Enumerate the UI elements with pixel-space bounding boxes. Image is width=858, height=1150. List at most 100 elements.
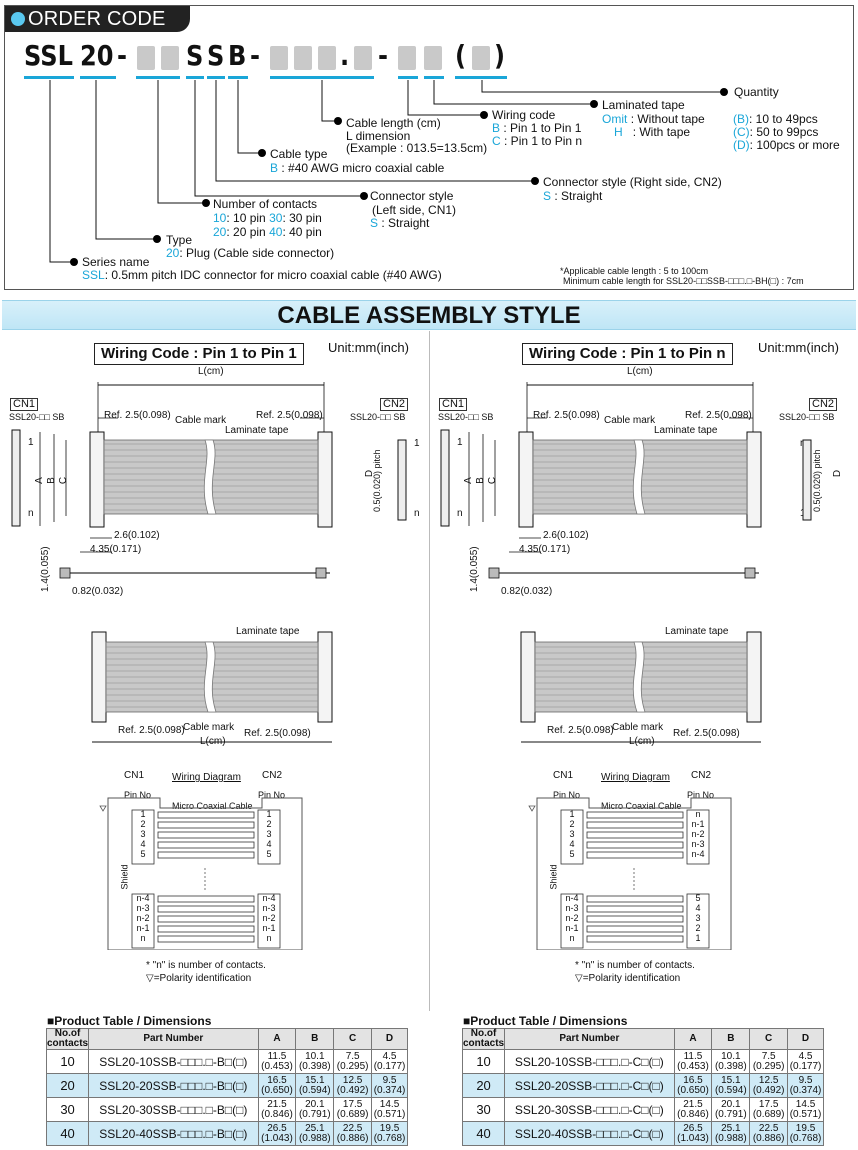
wd-cn2-pin: 1 (266, 809, 272, 819)
leader-contacts (157, 80, 205, 204)
bullet-icon (590, 100, 598, 108)
cell-d: 19.5(0.768) (371, 1121, 408, 1146)
order-leader-lines (49, 80, 722, 263)
cell-contacts: 40 (461, 1121, 506, 1146)
note-cable-length: *Applicable cable length : 5 to 100cm (560, 266, 709, 276)
ref-left: Ref. 2.5(0.098) (533, 410, 600, 421)
cell-a: 11.5(0.453) (257, 1049, 297, 1074)
code-underline (455, 76, 507, 79)
l-cm-label: L(cm) (198, 366, 224, 377)
cell-d: 14.5(0.571) (371, 1097, 408, 1122)
column-divider (429, 331, 430, 1011)
wd-cn2-pin: n-2 (691, 829, 705, 839)
cell-b: 20.1(0.791) (711, 1097, 751, 1122)
pin-1-left: 1 (457, 437, 463, 448)
conn-left-s: S : Straight (370, 216, 430, 230)
th-a: A (673, 1028, 713, 1050)
laminate-label: Laminate tape (225, 425, 289, 436)
th-c: C (749, 1028, 789, 1050)
wd-cn1-pin: n-3 (136, 903, 150, 913)
quantity-d: (D): 100pcs or more (733, 138, 840, 152)
code-type: 20 (80, 39, 114, 72)
assembly-top-drawing (11, 382, 407, 579)
leader-laminated (433, 80, 592, 105)
bullet-icon (153, 235, 161, 243)
laminate-label: Laminate tape (654, 425, 718, 436)
cell-part-number: SSL20-20SSB-□□□.□-B□(□) (88, 1073, 259, 1098)
cell-contacts: 10 (461, 1049, 506, 1074)
wd-cn1-pin: 5 (569, 849, 575, 859)
code-underline (24, 76, 74, 79)
cell-d: 14.5(0.571) (787, 1097, 824, 1122)
pin-cn2-top: 1 (414, 438, 420, 449)
cell-contacts: 30 (45, 1097, 90, 1122)
cn2-part: SSL20-□□ SB (779, 412, 835, 422)
wd-cn2-pin: 4 (266, 839, 272, 849)
bullet-icon (480, 111, 488, 119)
pin-1-left: 1 (28, 437, 34, 448)
wd-cn1-pin: n-4 (136, 893, 150, 903)
code-paren: ( (455, 39, 467, 72)
laminated-label: Laminated tape (602, 98, 685, 112)
type-label: Type (166, 233, 193, 247)
bullet-icon (334, 117, 342, 125)
wiring-label: Wiring code (492, 108, 556, 122)
cell-c: 7.5(0.295) (333, 1049, 373, 1074)
cell-contacts: 20 (461, 1073, 506, 1098)
code-underline (270, 76, 374, 79)
code-box (354, 46, 372, 70)
ref-right: Ref. 2.5(0.098) (685, 410, 752, 421)
dim-0-82: 0.82(0.032) (501, 586, 553, 597)
wd-cn1-pin: n (569, 933, 575, 943)
code-box (318, 46, 336, 70)
wd-cn2-pin: 5 (695, 893, 701, 903)
cn1-label: CN1 (439, 398, 468, 411)
code-underline (424, 76, 444, 79)
code-box (424, 46, 442, 70)
wd-cn2-pin: n-4 (691, 849, 705, 859)
cell-contacts: 20 (45, 1073, 90, 1098)
leader-wiring (407, 80, 482, 116)
cell-b: 25.1(0.988) (295, 1121, 335, 1146)
bullet-icon (70, 258, 78, 266)
wd-cn1-pin: n-2 (136, 913, 150, 923)
cell-part-number: SSL20-20SSB-□□□.□-C□(□) (504, 1073, 675, 1098)
product-table-title-left: ■Product Table / Dimensions (47, 1014, 212, 1028)
cell-part-number: SSL20-30SSB-□□□.□-C□(□) (504, 1097, 675, 1122)
wd-cn2-pin: n-4 (262, 893, 276, 903)
cell-b: 15.1(0.594) (711, 1073, 751, 1098)
wd-cn2-label: CN2 (691, 770, 712, 781)
laminated-omit: Omit : Without tape (602, 112, 705, 126)
note-min-length: Minimum cable length for SSL20-□□SSB-□□□… (563, 276, 804, 286)
conn-right-s: S : Straight (543, 189, 603, 203)
cell-part-number: SSL20-30SSB-□□□.□-B□(□) (88, 1097, 259, 1122)
unit-label-left: Unit:mm(inch) (328, 340, 409, 355)
code-underline (80, 76, 116, 79)
code-underline (228, 76, 248, 79)
note-polarity: ▽=Polarity identification (146, 973, 252, 984)
cell-a: 11.5(0.453) (673, 1049, 713, 1074)
th-a: A (257, 1028, 297, 1050)
assembly-bottom-drawing (91, 631, 333, 743)
wd-cn2-pin: 3 (266, 829, 272, 839)
cell-c: 17.5(0.689) (749, 1097, 789, 1122)
quantity-c: (C): 50 to 99pcs (733, 125, 819, 139)
code-box (294, 46, 312, 70)
bullet-icon (202, 199, 210, 207)
wd-cn1-pin: 4 (140, 839, 146, 849)
wd-mcc-label: Micro Coaxial Cable (172, 801, 253, 811)
assembly-top-drawing (440, 382, 812, 579)
dim-4-35: 4.35(0.171) (90, 544, 142, 555)
wd-cn1-pin: n-1 (136, 923, 150, 933)
quantity-label: Quantity (734, 85, 779, 99)
wd-pin-no-right: Pin No (258, 790, 286, 800)
cell-d: 4.5(0.177) (787, 1049, 824, 1074)
